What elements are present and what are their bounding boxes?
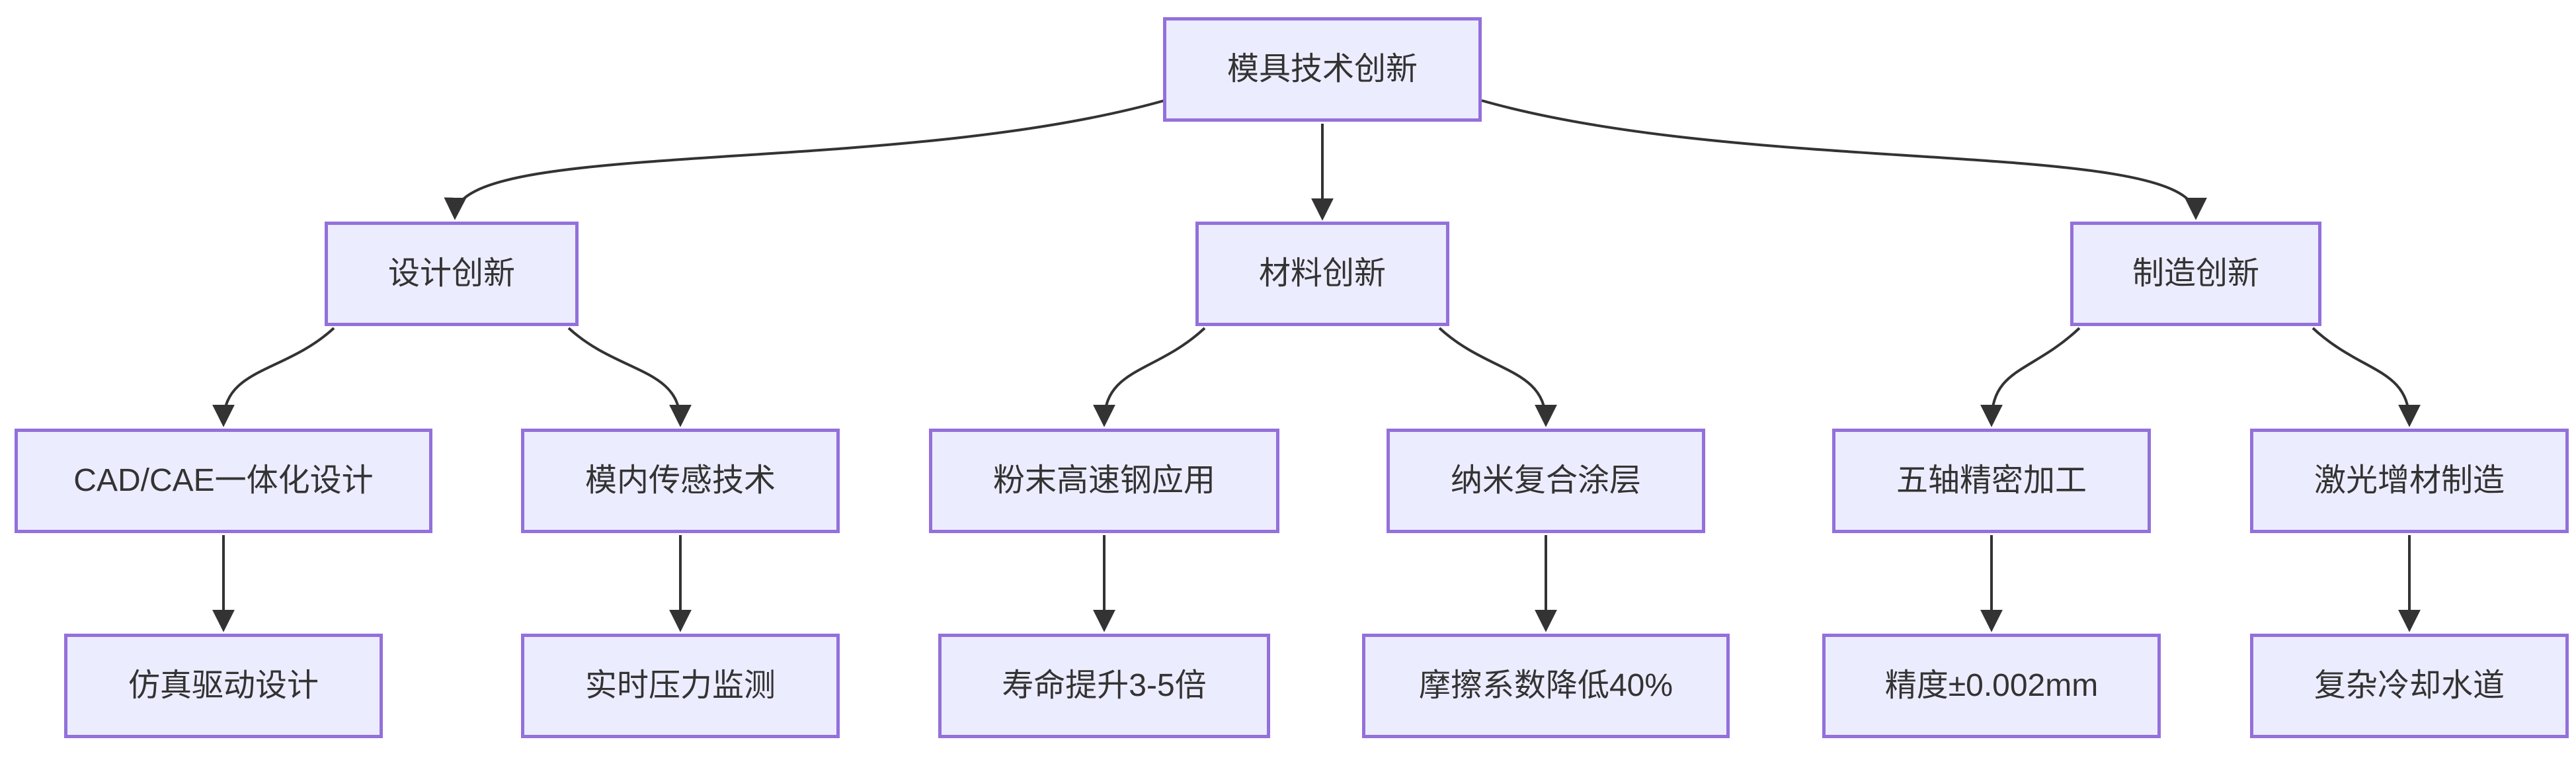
node-precision-tolerance: 精度±0.002mm xyxy=(1822,634,2161,738)
node-in-mold-sensing: 模内传感技术 xyxy=(521,429,840,533)
node-cad-cae-integrated-design: CAD/CAE一体化设计 xyxy=(15,429,432,533)
edge-design-cad-cae xyxy=(212,327,335,427)
node-mold-tech-innovation: 模具技术创新 xyxy=(1163,17,1482,122)
node-material-innovation: 材料创新 xyxy=(1195,222,1449,326)
node-lifespan-increase: 寿命提升3-5倍 xyxy=(938,634,1270,738)
edge-material-powder-hss xyxy=(1093,327,1206,427)
node-laser-additive-manufacturing: 激光增材制造 xyxy=(2250,429,2569,533)
node-powder-hss-application: 粉末高速钢应用 xyxy=(929,429,1279,533)
edge-design-in-mold-sensing xyxy=(567,327,692,427)
node-simulation-driven-design: 仿真驱动设计 xyxy=(64,634,383,738)
node-manufacturing-innovation: 制造创新 xyxy=(2070,222,2321,326)
node-design-innovation: 设计创新 xyxy=(325,222,579,326)
node-friction-reduction: 摩擦系数降低40% xyxy=(1362,634,1730,738)
edge-manufacturing-laser-am xyxy=(2312,327,2421,427)
edge-manufacturing-five-axis xyxy=(1980,327,2081,427)
node-realtime-pressure-monitoring: 实时压力监测 xyxy=(521,634,840,738)
node-nano-composite-coating: 纳米复合涂层 xyxy=(1387,429,1705,533)
edge-root-design xyxy=(444,99,1165,220)
node-complex-cooling-channels: 复杂冷却水道 xyxy=(2250,634,2569,738)
edge-root-manufacturing xyxy=(1481,99,2207,220)
edge-material-nano-coating xyxy=(1438,327,1557,427)
node-five-axis-machining: 五轴精密加工 xyxy=(1832,429,2151,533)
